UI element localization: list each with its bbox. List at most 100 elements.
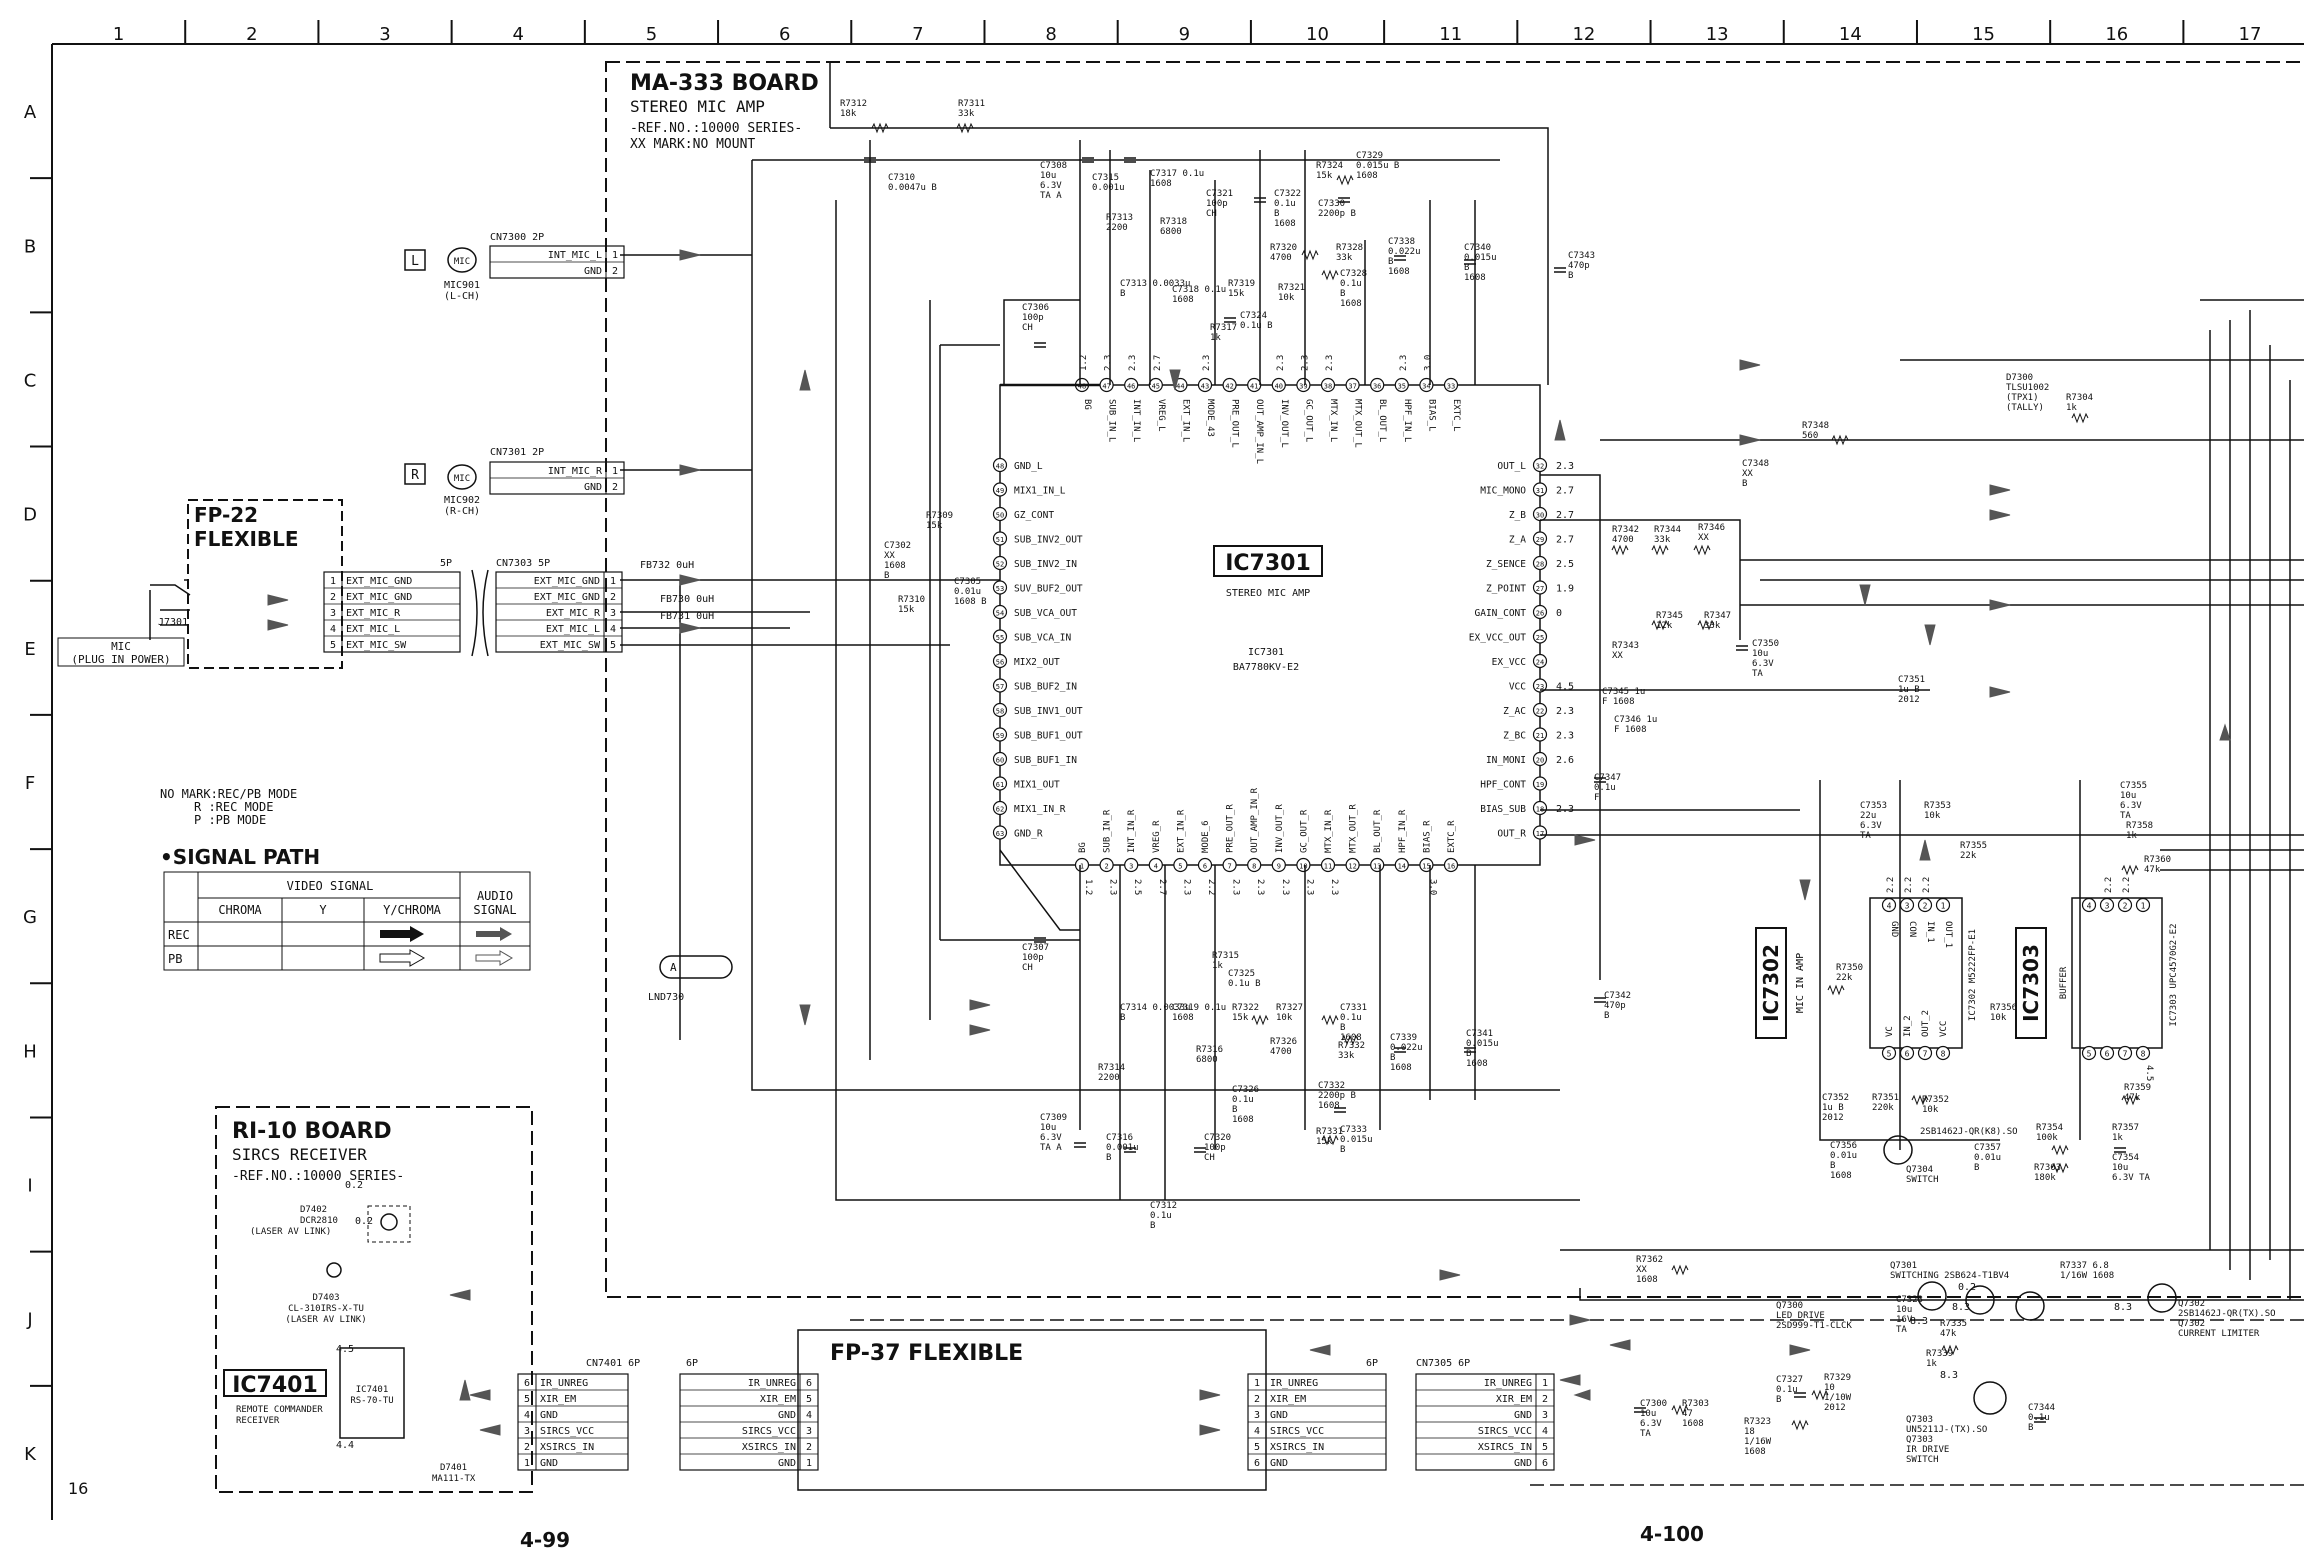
ic7301-pin-marker xyxy=(992,555,1008,571)
component-c7309-label: 10u xyxy=(1040,1123,1056,1133)
ic7301-top-pin-voltage: 2.3 xyxy=(1128,355,1138,371)
component-c7354-label: 10u xyxy=(2112,1163,2128,1173)
component-r7329-label: R7329 xyxy=(1824,1373,1851,1383)
connector-pin-number: 2 xyxy=(330,592,336,603)
component-r7332-label: 33k xyxy=(1338,1051,1355,1061)
component-c7308-label: 10u xyxy=(1040,171,1056,181)
ic7301-left-pin-label: GND_R xyxy=(1014,829,1043,840)
component-c7356-label: B xyxy=(1830,1161,1835,1171)
ic7301-right-pin-label: OUT_L xyxy=(1497,461,1526,472)
connector-pin-label: SIRCS_VCC xyxy=(540,1426,594,1437)
resistor-symbol xyxy=(956,122,974,134)
component-r7342-label: R7342 xyxy=(1612,525,1639,535)
q7300-base-volt: 8.3 xyxy=(1910,1316,1928,1327)
connector-pin-number: 6 xyxy=(1254,1458,1260,1469)
component-r7316-label: R7316 xyxy=(1196,1045,1223,1055)
grid-column-label: 4 xyxy=(513,24,524,45)
component-r7319-label: R7319 xyxy=(1228,279,1255,289)
ic7301-bottom-pin-number: 6 xyxy=(1203,863,1207,871)
component-r7352-label: R7352 xyxy=(1922,1095,1949,1105)
ic7401-name-box xyxy=(223,1369,327,1397)
ic7301-top-pin-label: GC_OUT_L xyxy=(1303,399,1313,442)
component-r7357-label: R7357 xyxy=(2112,1123,2139,1133)
sp-y-header: Y xyxy=(319,903,327,917)
note-line-3: P :PB MODE xyxy=(194,813,266,827)
ic7301-right-pin-voltage: 2.6 xyxy=(1556,755,1574,766)
connector-pin-label: GND xyxy=(540,1458,558,1469)
corner-page-label: 16 xyxy=(68,1479,88,1498)
ic7301-pin-marker xyxy=(1532,678,1548,693)
connector-pin-label: SIRCS_VCC xyxy=(742,1426,796,1437)
pin-marker xyxy=(1881,1045,1897,1061)
mic-r-symbol xyxy=(447,464,477,490)
ic7301-pin-marker xyxy=(1532,653,1548,669)
fp22-bracket-left xyxy=(482,569,489,657)
ri10-volt-44: 4.4 xyxy=(336,1440,354,1451)
connector-pin-label: EXT_MIC_GND xyxy=(534,592,600,603)
component-c7348-label: XX xyxy=(1742,469,1753,479)
component-c7307-label: 100p xyxy=(1022,953,1044,963)
component-r7353-label: 10k xyxy=(1924,811,1941,821)
component-q7304-label: SWITCH xyxy=(1906,1175,1939,1185)
ic7301-bottom-pin-voltage: 2.3 xyxy=(1304,879,1314,895)
component-q7302-label: Q7302 xyxy=(2178,1299,2205,1309)
component-c7342-label: C7342 xyxy=(1604,991,1631,1001)
pin-number-top: 2 xyxy=(2123,902,2128,911)
component-r7314-label: R7314 xyxy=(1098,1063,1125,1073)
component-r7323-label: R7323 xyxy=(1744,1417,1771,1427)
connector-pin-number: 2 xyxy=(806,1442,812,1453)
pin-voltage-top: 2.2 xyxy=(1922,877,1932,893)
component-c7322-label: C7322 xyxy=(1274,189,1301,199)
connector-pin-label: GND xyxy=(778,1458,796,1469)
ic7301-right-pin-number: 28 xyxy=(1536,561,1544,569)
component-c7341-label: 1608 xyxy=(1466,1059,1488,1069)
sp-audio-header-2: SIGNAL xyxy=(473,903,516,917)
resistor-symbol xyxy=(1697,619,1715,631)
ic7301-pin-marker xyxy=(1320,857,1336,873)
pin-marker xyxy=(2081,1045,2097,1061)
ic7301-left-pin-label: SUV_BUF2_OUT xyxy=(1014,584,1083,595)
ic7301-pin-marker xyxy=(1532,555,1548,571)
ic7301-right-pin-voltage: 2.7 xyxy=(1556,486,1574,497)
component-r7351-label: R7351 xyxy=(1872,1093,1899,1103)
pin-marker xyxy=(1935,1045,1951,1061)
ri10-board-outline xyxy=(215,1106,533,1493)
ic7301-top-pin-number: 42 xyxy=(1225,383,1233,391)
pin-number-top: 3 xyxy=(2105,902,2110,911)
resistor-symbol xyxy=(1791,1419,1809,1431)
pin-number-bottom: 7 xyxy=(2123,1050,2128,1059)
ic7301-pin-marker xyxy=(1532,604,1548,620)
connector-pin-label: GND xyxy=(1514,1410,1532,1421)
component-c7355-label: 6.3V xyxy=(2120,801,2142,811)
component-c7308-label: 6.3V xyxy=(1040,181,1062,191)
pin-voltage-top: 2.2 xyxy=(2122,877,2132,893)
component-c7330-label: 2200p B xyxy=(1318,209,1356,219)
ic7301-right-pin-label: HPF_CONT xyxy=(1480,780,1526,791)
ri10-subtitle: SIRCS RECEIVER xyxy=(232,1145,367,1164)
resistor-symbol xyxy=(2051,1162,2069,1174)
resistor-symbol xyxy=(2051,1144,2069,1156)
component-r7311-label: R7311 xyxy=(958,99,985,109)
component-r7315-label: R7315 xyxy=(1212,951,1239,961)
component-c7340-label: 0.015u xyxy=(1464,253,1497,263)
ic7301-top-pin-number: 37 xyxy=(1348,383,1356,391)
ic7301-bottom-pin-label: MTX_OUT_R xyxy=(1349,804,1359,853)
ic7301-top-pin-label: BL_OUT_L xyxy=(1377,399,1387,442)
fp37-connectors: 6IR_UNREG5XIR_EM4GND3SIRCS_VCC2XSIRCS_IN… xyxy=(679,1373,1387,1471)
ic7301-pin-marker xyxy=(992,457,1008,473)
resistor-symbol xyxy=(1321,269,1339,281)
grid-row-label: G xyxy=(23,907,37,928)
pin-number-top: 4 xyxy=(1887,902,1892,911)
signal-path-table xyxy=(163,871,531,971)
ic7301-top-pin-number: 45 xyxy=(1152,383,1160,391)
ic7301-top-pin-voltage: 1.2 xyxy=(1079,355,1089,371)
component-c7323-label: C7323 xyxy=(1896,1295,1923,1305)
ri10-volt-02b: 0.2 xyxy=(355,1216,373,1227)
ic7301-left-pin-number: 58 xyxy=(996,708,1004,716)
ic7301-bottom-pin-number: 1 xyxy=(1080,863,1084,871)
component-q7303-label: IR DRIVE xyxy=(1906,1445,1949,1455)
component-r7332-label: R7332 xyxy=(1338,1041,1365,1051)
